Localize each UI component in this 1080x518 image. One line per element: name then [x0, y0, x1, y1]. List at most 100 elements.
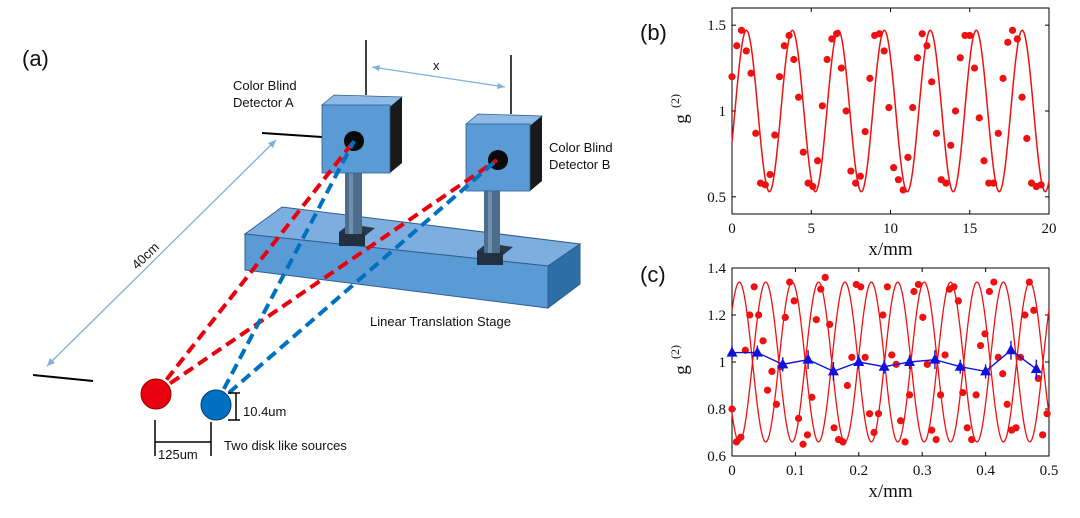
data-point	[1008, 26, 1017, 34]
data-point	[843, 381, 851, 390]
data-point	[999, 74, 1007, 82]
data-point	[761, 181, 769, 189]
data-point	[790, 297, 798, 305]
data-point	[904, 153, 912, 161]
data-point	[985, 287, 994, 296]
data-point	[823, 55, 831, 64]
x-tick-label: 0.2	[849, 463, 868, 479]
data-point	[755, 311, 763, 319]
data-point	[1023, 134, 1031, 143]
panel-label-c: (c)	[640, 262, 666, 287]
data-point	[818, 102, 826, 110]
data-point	[1013, 35, 1021, 43]
data-point	[861, 128, 869, 136]
data-point	[942, 179, 950, 187]
data-point	[750, 283, 758, 291]
data-point	[990, 278, 998, 286]
data-point	[888, 351, 896, 359]
blue-data-point	[929, 353, 941, 364]
y-tick-label: 0.5	[707, 190, 726, 206]
blue-data-point	[1005, 344, 1017, 355]
x-tick-label: 15	[962, 221, 977, 237]
data-point	[1012, 424, 1020, 432]
data-point	[772, 400, 780, 408]
panel-label-b: (b)	[640, 20, 667, 45]
y-tick-label: 0.8	[707, 402, 726, 418]
y-axis-label-superscript: (2)	[668, 94, 682, 108]
x-tick-label: 0	[728, 463, 736, 479]
data-point	[809, 182, 817, 191]
y-axis-label: g	[671, 365, 692, 375]
data-point	[813, 157, 822, 165]
distance-arrow	[46, 139, 277, 367]
x-tick-label: 20	[1042, 221, 1057, 237]
reference-line-source	[32, 374, 94, 382]
data-point	[883, 283, 891, 291]
data-point	[950, 283, 958, 291]
detector-a-label-line2: Detector A	[233, 95, 294, 110]
x-tick-label: 10	[883, 221, 898, 237]
data-point	[963, 424, 971, 432]
data-point	[894, 176, 903, 184]
stage-label: Linear Translation Stage	[370, 314, 511, 329]
x-tick-label: 0.3	[913, 463, 932, 479]
data-point	[812, 316, 820, 324]
data-point	[875, 30, 884, 38]
data-point	[847, 167, 855, 175]
detector-b-label-line1: Color Blind	[549, 140, 613, 155]
data-point	[936, 391, 945, 399]
data-point	[794, 414, 803, 422]
distance-label: 40cm	[129, 239, 162, 272]
detector-a: Color Blind Detector A	[233, 40, 404, 174]
data-point	[852, 179, 860, 187]
data-point	[913, 54, 922, 62]
y-tick-label: 1.2	[707, 308, 726, 324]
y-tick-label: 1.4	[707, 261, 726, 277]
separation-label: x	[433, 58, 440, 73]
data-point	[905, 391, 914, 399]
data-point	[803, 431, 812, 439]
y-tick-label: 0.6	[707, 449, 726, 465]
separation-arrowhead-right	[497, 83, 505, 89]
blue-source	[200, 389, 232, 421]
data-point	[780, 42, 788, 50]
y-axis-label-superscript: (2)	[668, 345, 682, 359]
data-point	[999, 370, 1007, 378]
x-tick-label: 5	[808, 221, 816, 237]
data-point	[759, 337, 767, 345]
data-point	[941, 351, 949, 359]
data-point	[994, 353, 1002, 361]
data-point	[989, 179, 998, 187]
data-point	[837, 64, 845, 72]
data-point	[959, 388, 967, 397]
x-axis-label: x/mm	[868, 481, 913, 502]
separation-arrowhead-left	[372, 65, 380, 71]
data-point	[874, 410, 883, 418]
beam-blue-to-b	[214, 158, 499, 406]
data-point	[956, 54, 964, 62]
data-point	[975, 114, 983, 122]
blue-data-point	[827, 365, 839, 376]
plot-frame	[731, 7, 1050, 215]
blue-data-point	[726, 346, 738, 357]
data-point	[821, 273, 829, 281]
data-point	[1043, 410, 1051, 418]
distance-arrowhead-top	[268, 140, 276, 148]
y-tick-label: 1	[719, 355, 727, 371]
data-point	[799, 440, 807, 448]
data-point	[879, 311, 887, 319]
data-point	[728, 73, 736, 81]
data-point	[839, 438, 847, 446]
data-point	[970, 64, 979, 72]
data-point	[923, 360, 931, 368]
data-point	[966, 31, 974, 40]
data-point	[897, 417, 905, 425]
y-tick-label: 1.5	[707, 18, 726, 34]
blue-data-point	[980, 365, 992, 376]
data-point	[909, 103, 917, 112]
data-point	[980, 157, 988, 165]
data-point	[856, 172, 864, 180]
data-point	[742, 47, 750, 55]
data-point	[951, 107, 960, 115]
